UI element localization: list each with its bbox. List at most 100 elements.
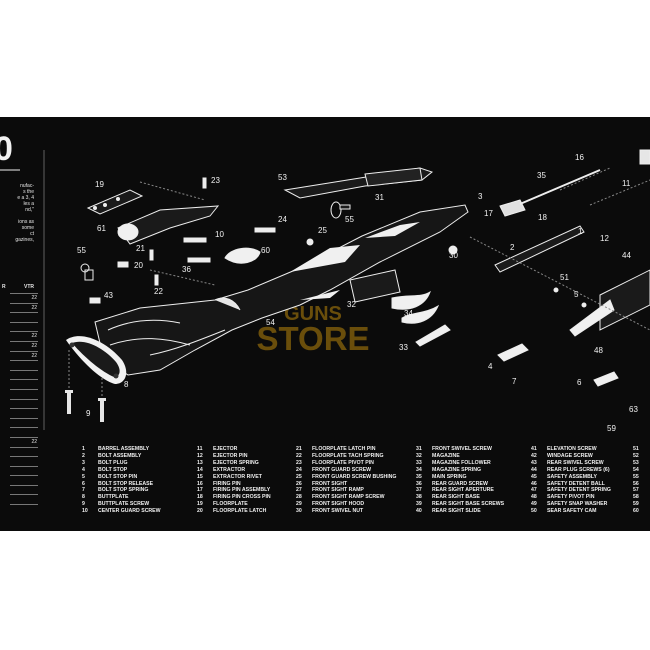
legend-part-name: FLOORPLATE LATCH PIN — [312, 446, 376, 452]
legend-item: 21 FLOORPLATE LATCH PIN — [296, 446, 396, 453]
legend-number: 4 — [82, 466, 85, 473]
legend-number: 22 — [296, 452, 302, 459]
callout-60: 60 — [261, 246, 270, 255]
legend-part-name: MAIN SPRING — [432, 473, 467, 480]
legend-item: 55 — [633, 474, 649, 481]
legend-number: 15 — [197, 473, 203, 480]
table-row — [10, 504, 38, 514]
table-header-left: R — [2, 284, 6, 290]
table-row — [10, 427, 38, 437]
callout-33: 33 — [399, 343, 408, 352]
legend-part-name: FRONT SWIVEL NUT — [312, 508, 364, 515]
legend-part-name: BUTTPLATE — [98, 494, 129, 501]
legend-number: 46 — [531, 480, 537, 487]
legend-item: 52 — [633, 453, 649, 460]
callout-16: 16 — [575, 153, 584, 162]
legend-number: 18 — [197, 494, 203, 501]
legend-number: 14 — [197, 466, 203, 473]
legend-number: 25 — [296, 473, 302, 480]
legend-number: 16 — [197, 480, 203, 487]
legend-item: 25 FRONT GUARD SCREW BUSHING — [296, 474, 396, 481]
legend-part-name: FRONT SIGHT HOOD — [312, 501, 365, 508]
watermark-line1: GUNS — [284, 303, 342, 325]
callout-32: 32 — [347, 300, 356, 309]
legend-part-name: EJECTOR PIN — [213, 452, 248, 459]
callout-24: 24 — [278, 215, 287, 224]
callout-61: 61 — [97, 224, 106, 233]
legend-number: 27 — [296, 487, 302, 494]
callout-34: 34 — [404, 309, 413, 318]
legend-number: 13 — [197, 459, 203, 466]
legend-number: 48 — [531, 494, 537, 501]
legend-part-name: FRONT SIGHT RAMP SCREW — [312, 494, 385, 501]
callout-63: 63 — [629, 405, 638, 414]
legend-part-name: BOLT PLUG — [98, 459, 128, 466]
intro-paragraph1-line: nufac- — [20, 183, 34, 189]
callout-18: 18 — [538, 213, 547, 222]
gun-mat: 0 GUNS STORE — [0, 117, 650, 531]
legend-number: 59 — [633, 501, 639, 508]
legend-item: 27 FRONT SIGHT RAMP — [296, 487, 396, 494]
callout-7: 7 — [512, 377, 517, 386]
legend-number: 39 — [416, 501, 422, 508]
legend-number: 28 — [296, 494, 302, 501]
table-row — [10, 312, 38, 322]
legend-part-name: FLOORPLATE — [213, 501, 248, 508]
legend-item: 53 — [633, 460, 649, 467]
legend-number: 10 — [82, 508, 88, 515]
legend-number: 29 — [296, 501, 302, 508]
legend-number: 33 — [416, 459, 422, 466]
legend-part-name: SAFETY ASSEMBLY — [547, 473, 597, 480]
legend-number: 20 — [197, 508, 203, 515]
callout-11: 11 — [622, 179, 631, 188]
legend-number: 44 — [531, 466, 537, 473]
table-row — [10, 484, 38, 495]
legend-part-name: EJECTOR — [213, 446, 238, 452]
legend-number: 23 — [296, 459, 302, 466]
callout-12: 12 — [600, 234, 609, 243]
legend-part-name: FLOORPLATE PIVOT PIN — [312, 459, 374, 466]
callout-9: 9 — [86, 409, 91, 418]
legend-part-name: FRONT GUARD SCREW — [312, 466, 372, 473]
legend-part-name: EXTRACTOR RIVET — [213, 473, 262, 480]
callout-21: 21 — [136, 244, 145, 253]
legend-number: 36 — [416, 480, 422, 487]
intro-paragraph2-line: ions as — [18, 219, 34, 225]
callout-59: 59 — [607, 424, 616, 433]
legend-number: 21 — [296, 446, 302, 452]
intro-paragraph1-line: les a — [23, 201, 34, 207]
callout-53: 53 — [278, 173, 287, 182]
legend-number: 42 — [531, 452, 537, 459]
callout-43: 43 — [104, 291, 113, 300]
callout-36: 36 — [182, 265, 191, 274]
legend-part-name: FRONT SIGHT RAMP — [312, 487, 364, 494]
intro-paragraph1-line: e a 3, 4 — [17, 195, 34, 201]
callout-23: 23 — [211, 176, 220, 185]
intro-paragraph1-line: nd," — [25, 207, 34, 213]
callout-22: 22 — [154, 287, 163, 296]
legend-part-name: FRONT GUARD SCREW BUSHING — [312, 473, 397, 480]
callout-19: 19 — [95, 180, 104, 189]
